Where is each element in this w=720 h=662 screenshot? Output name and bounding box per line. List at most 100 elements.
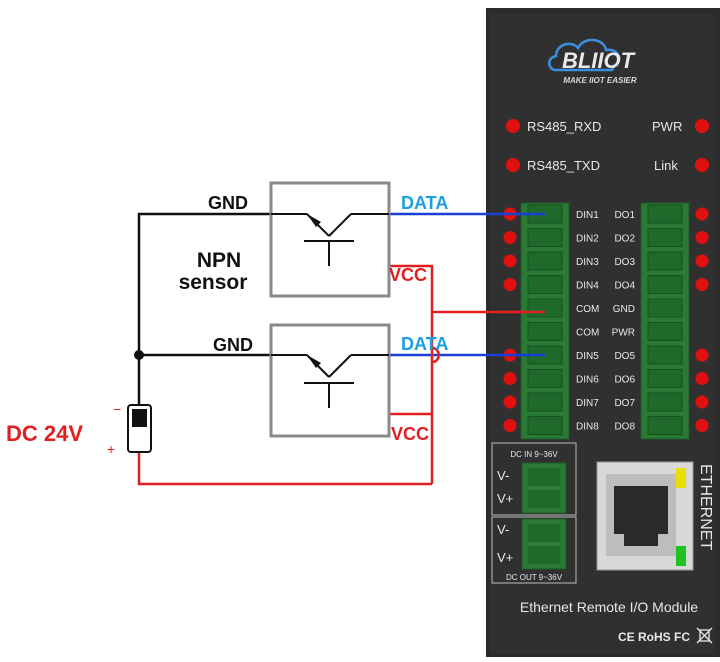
power-in-frame xyxy=(491,442,577,516)
input-terminal-screw xyxy=(527,298,563,318)
gnd-junction xyxy=(134,350,144,360)
output-status-led xyxy=(695,419,709,432)
output-status-led xyxy=(695,372,709,385)
output-status-led xyxy=(695,231,709,244)
power-in-vminus: V- xyxy=(497,468,509,483)
input-terminal-label: COM xyxy=(576,328,599,339)
io-module: BLIIOT MAKE IIOT EASIER RS485_RXD PWR RS… xyxy=(486,8,720,657)
input-terminal-label: DIN6 xyxy=(576,375,599,386)
output-terminal-screw xyxy=(647,275,683,294)
supply-minus-sign: − xyxy=(113,401,121,417)
wire-crossover-hop xyxy=(431,346,440,364)
data-label-1: DATA xyxy=(401,193,448,213)
module-name: Ethernet Remote I/O Module xyxy=(520,599,698,615)
power-in-label: DC IN 9~36V xyxy=(510,450,558,459)
input-status-led xyxy=(503,419,517,432)
data-label-2: DATA xyxy=(401,334,448,354)
weee-bin-icon xyxy=(696,627,713,644)
power-in-screw-2 xyxy=(528,490,560,508)
input-terminal-screw xyxy=(527,322,563,341)
gnd-wire-sensor1 xyxy=(137,212,271,405)
rs485-txd-label: RS485_TXD xyxy=(527,158,600,173)
power-in-screw-1 xyxy=(528,468,560,486)
input-terminal-screw xyxy=(527,392,563,412)
output-terminal-screw xyxy=(647,298,683,318)
input-terminal-label: DIN4 xyxy=(576,281,599,292)
supply-plus-sign: + xyxy=(107,441,115,457)
brand-name: BLIIOT xyxy=(562,48,636,73)
output-terminal-label: DO6 xyxy=(614,375,635,386)
sensor-label-sensor: sensor xyxy=(179,271,248,294)
dc-power-supply: − + DC 24V xyxy=(6,401,152,457)
ethernet-socket-icon xyxy=(614,486,668,546)
output-terminal-screw xyxy=(647,392,683,412)
input-status-led xyxy=(503,231,517,244)
supply-plus-wire xyxy=(137,452,432,486)
input-status-led xyxy=(503,372,517,385)
output-terminal-screw xyxy=(647,369,683,388)
output-terminal-label: DO5 xyxy=(614,351,635,362)
output-terminal-label: DO8 xyxy=(614,422,635,433)
input-status-led xyxy=(503,254,517,268)
input-terminal-label: DIN1 xyxy=(576,210,599,221)
output-terminal-label: DO3 xyxy=(614,257,635,268)
input-terminal-label: DIN8 xyxy=(576,422,599,433)
input-terminal-label: DIN3 xyxy=(576,257,599,268)
npn-sensor-2 xyxy=(269,323,391,438)
output-status-led xyxy=(695,278,709,291)
brand-slogan: MAKE IIOT EASIER xyxy=(563,76,637,85)
output-terminal-screw xyxy=(647,228,683,247)
status-leds: RS485_RXD PWR RS485_TXD Link xyxy=(506,119,709,173)
output-terminal-screw xyxy=(647,322,683,341)
output-terminal-screw xyxy=(647,204,683,224)
certifications: CE RoHS FC xyxy=(618,630,690,644)
sensor2-box xyxy=(269,323,391,438)
input-terminal-screw xyxy=(527,369,563,388)
output-terminal-screw xyxy=(647,251,683,271)
power-out-vplus: V+ xyxy=(497,550,513,565)
link-label: Link xyxy=(654,158,678,173)
output-terminal-label: PWR xyxy=(612,328,635,339)
rs485-rxd-led xyxy=(506,119,520,133)
power-out-vminus: V- xyxy=(497,522,509,537)
sensor1-box xyxy=(269,181,391,298)
power-in-vplus: V+ xyxy=(497,491,513,506)
power-out-label: DC OUT 9~36V xyxy=(506,573,563,582)
input-terminal-screw xyxy=(527,416,563,435)
output-terminal-screw xyxy=(647,416,683,435)
input-terminal-label: DIN7 xyxy=(576,398,599,409)
output-terminal-label: DO2 xyxy=(614,234,635,245)
output-status-led xyxy=(695,395,709,409)
ethernet-port: ETHERNET xyxy=(596,461,714,571)
output-terminal-label: DO1 xyxy=(614,210,635,221)
vcc-wire-sensor1 xyxy=(389,264,434,484)
vcc-label-2: VCC xyxy=(391,424,429,444)
output-terminal-label: DO4 xyxy=(614,281,635,292)
sensor-label-npn: NPN xyxy=(197,249,241,272)
gnd-label-1: GND xyxy=(208,193,248,213)
ethernet-label: ETHERNET xyxy=(697,464,714,550)
input-terminal-screw xyxy=(527,251,563,271)
power-section: DC IN 9~36V V- V+ V- V+ DC OUT 9~36V xyxy=(491,442,577,584)
output-status-led xyxy=(695,254,709,268)
rs485-txd-led xyxy=(506,158,520,172)
input-terminal-screw xyxy=(527,275,563,294)
terminal-labels: DIN1DIN2DIN3DIN4COMCOMDIN5DIN6DIN7DIN8DO… xyxy=(576,210,635,433)
cloud-icon xyxy=(548,38,621,72)
link-led xyxy=(695,158,709,172)
vcc-label-1: VCC xyxy=(389,265,427,285)
terminal-details xyxy=(500,204,709,435)
wire-labels: GND GND DATA DATA VCC VCC NPN sensor xyxy=(179,193,449,444)
power-out-frame xyxy=(491,516,577,584)
gnd-label-2: GND xyxy=(213,335,253,355)
supply-negative-cap xyxy=(132,409,147,427)
ethernet-led-yellow xyxy=(676,468,686,488)
power-out-screw-1 xyxy=(528,524,560,542)
npn-sensor-1 xyxy=(269,181,391,298)
output-terminal-label: DO7 xyxy=(614,398,635,409)
ethernet-led-green xyxy=(676,546,686,566)
input-status-led xyxy=(503,278,517,291)
pwr-led xyxy=(695,119,709,133)
